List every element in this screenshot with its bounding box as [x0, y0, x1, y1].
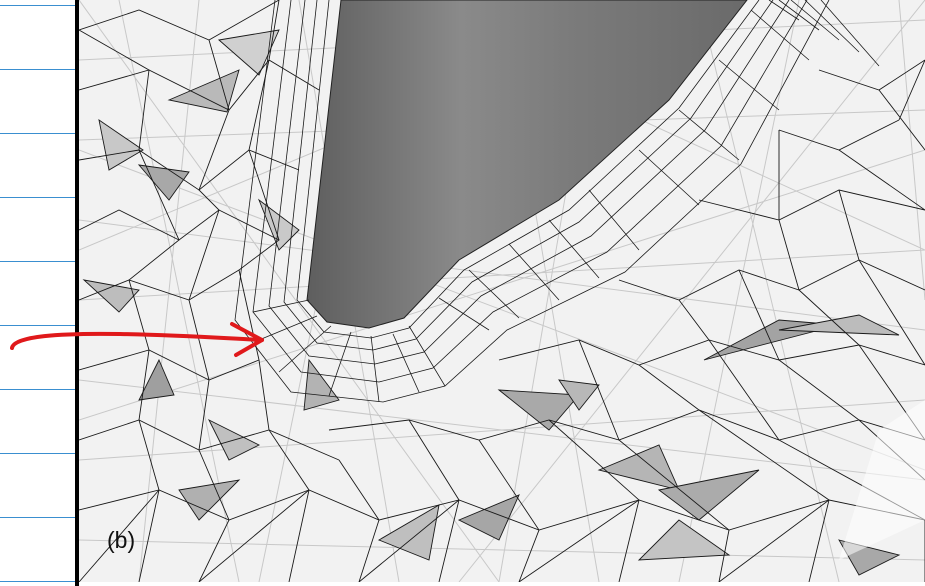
panel-label: (b)	[107, 527, 136, 553]
ruled-line	[0, 325, 75, 326]
surface-mesh	[79, 0, 925, 582]
ruled-line	[0, 581, 75, 582]
ruled-line	[0, 389, 75, 390]
ruled-line	[0, 197, 75, 198]
mesh-figure: (b)	[79, 0, 925, 582]
ruled-line	[0, 69, 75, 70]
margin-rule	[75, 0, 79, 586]
ruled-line	[0, 5, 75, 6]
mesh-render	[79, 0, 925, 582]
surface-highlight	[839, 400, 925, 560]
notebook-margin	[0, 0, 75, 586]
ruled-line	[0, 133, 75, 134]
ruled-line	[0, 261, 75, 262]
ruled-line	[0, 453, 75, 454]
ruled-line	[0, 517, 75, 518]
obstacle-body	[306, 0, 748, 329]
